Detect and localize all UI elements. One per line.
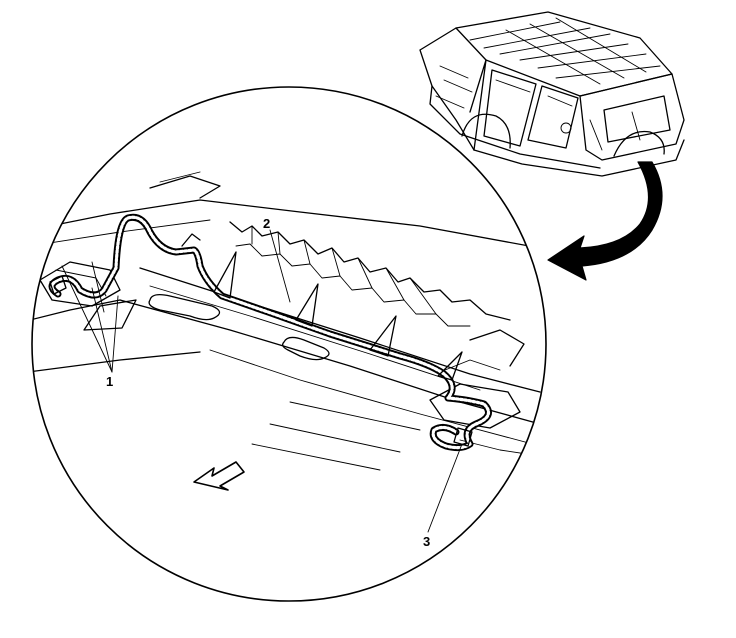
underbody-detail-view	[32, 171, 541, 471]
callout-leaders	[61, 229, 463, 533]
detail-view-circle	[31, 86, 547, 602]
callout-1: 1	[106, 374, 113, 389]
callout-2: 2	[263, 216, 270, 231]
curved-pointer-arrow-icon	[547, 161, 663, 281]
vehicle-body-inset-icon	[419, 11, 685, 177]
callout-3: 3	[423, 534, 430, 549]
forward-direction-arrow-icon	[193, 461, 245, 491]
